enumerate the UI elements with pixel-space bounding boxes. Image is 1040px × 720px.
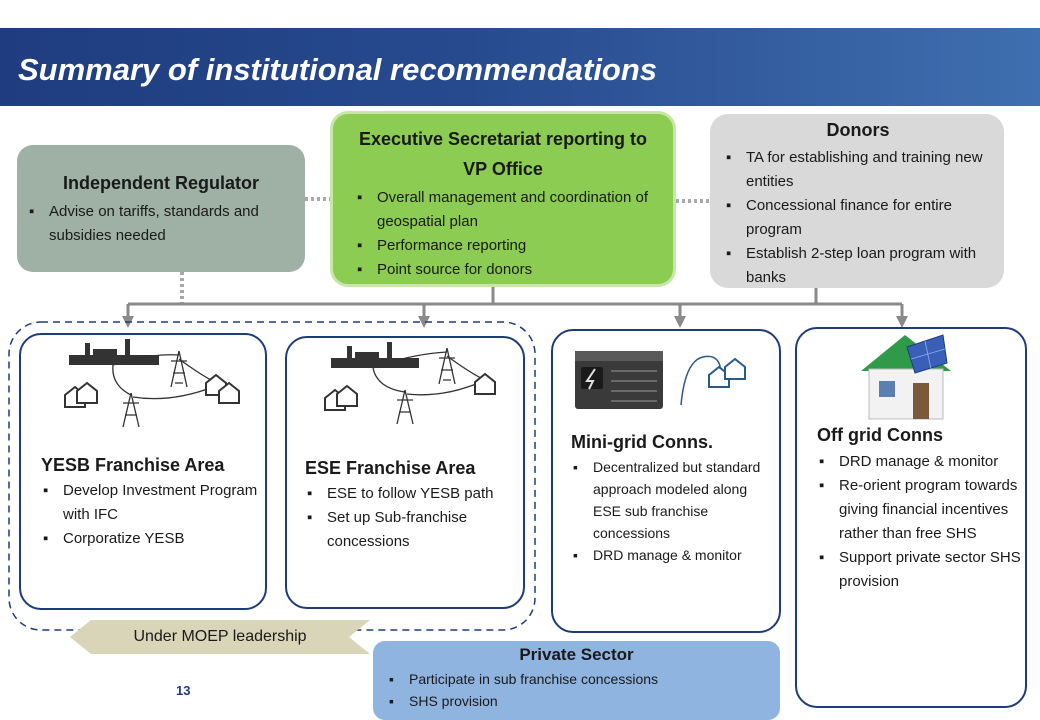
- private-sector-bullet: SHS provision: [387, 690, 766, 712]
- private-sector-heading: Private Sector: [519, 645, 634, 664]
- ese-bullet: Set up Sub-franchise concessions: [305, 506, 517, 554]
- minigrid-illustration: [575, 351, 746, 409]
- mini-grid-generator-icon: [575, 351, 663, 409]
- donors-box: Donors TA for establishing and training …: [710, 114, 1004, 288]
- house-icon: [64, 373, 240, 408]
- private-sector-bullet: Participate in sub franchise concessions: [387, 668, 766, 690]
- grid-illustration: [64, 339, 240, 428]
- executive-bullet: Performance reporting: [355, 234, 659, 258]
- yesb-bullet: Corporatize YESB: [41, 527, 261, 551]
- offgrid-bullet: Support private sector SHS provision: [817, 546, 1023, 594]
- regulator-heading: Independent Regulator: [62, 173, 259, 193]
- regulator-bullet: Advise on tariffs, standards and subsidi…: [27, 200, 295, 248]
- donors-bullet: Concessional finance for entire program: [724, 194, 992, 242]
- minigrid-bullet: Decentralized but standard approach mode…: [571, 456, 775, 544]
- donors-bullet: TA for establishing and training new ent…: [724, 146, 992, 194]
- offgrid-bullet: DRD manage & monitor: [817, 450, 1023, 474]
- transmission-tower-icon: [372, 347, 482, 425]
- house-icon: [708, 357, 746, 388]
- power-plant-icon: [331, 342, 419, 368]
- yesb-bullet: Develop Investment Program with IFC: [41, 479, 261, 527]
- private-sector-box: Private Sector Participate in sub franch…: [373, 641, 780, 720]
- offgrid-card: Off grid Conns DRD manage & monitor Re-o…: [795, 327, 1027, 708]
- transmission-tower-icon: [112, 350, 214, 428]
- executive-bullet: Overall management and coordination of g…: [355, 186, 659, 234]
- solar-house-icon: [861, 334, 951, 420]
- minigrid-heading: Mini-grid Conns.: [571, 432, 713, 452]
- title-bar: [0, 28, 1040, 106]
- offgrid-heading: Off grid Conns: [817, 425, 943, 445]
- executive-heading: Executive Secretariat reporting to VP Of…: [358, 129, 648, 179]
- independent-regulator-box: Independent Regulator Advise on tariffs,…: [17, 145, 305, 272]
- offgrid-bullet: Re-orient program towards giving financi…: [817, 474, 1023, 546]
- house-icon: [324, 372, 496, 411]
- yesb-heading: YESB Franchise Area: [41, 455, 225, 475]
- ese-bullet: ESE to follow YESB path: [305, 482, 517, 506]
- yesb-franchise-card: YESB Franchise Area Develop Investment P…: [19, 333, 267, 610]
- executive-bullet: Point source for donors: [355, 258, 659, 282]
- grid-illustration: [324, 342, 496, 425]
- page-title: Summary of institutional recommendations: [18, 52, 658, 87]
- ese-heading: ESE Franchise Area: [305, 458, 476, 478]
- minigrid-card: Mini-grid Conns. Decentralized but stand…: [551, 329, 781, 633]
- ese-franchise-card: ESE Franchise Area ESE to follow YESB pa…: [285, 336, 525, 609]
- page-number: 13: [176, 683, 191, 698]
- donors-heading: Donors: [826, 120, 890, 140]
- moep-leadership-banner: Under MOEP leadership: [70, 620, 370, 654]
- minigrid-bullet: DRD manage & monitor: [571, 544, 775, 566]
- power-plant-icon: [69, 339, 159, 365]
- donors-bullet: Establish 2-step loan program with banks: [724, 242, 992, 290]
- executive-secretariat-box: Executive Secretariat reporting to VP Of…: [330, 111, 676, 287]
